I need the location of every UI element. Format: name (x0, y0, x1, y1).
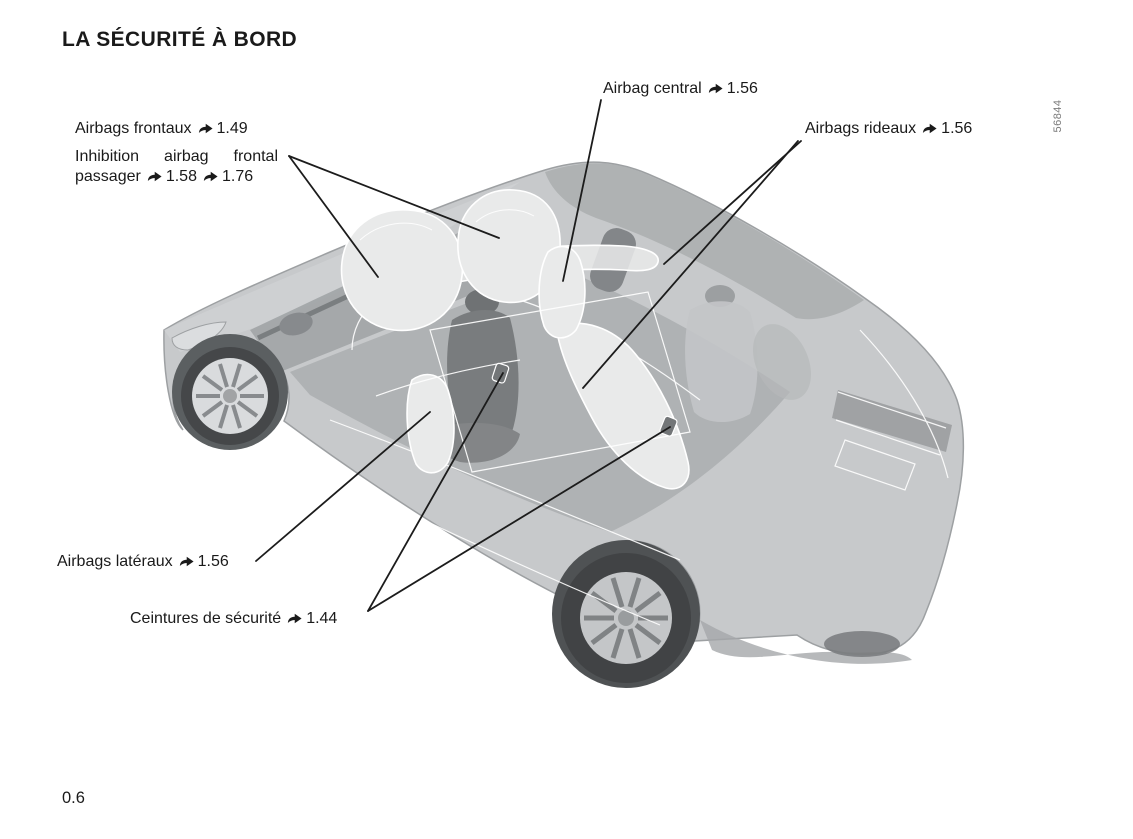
page-title: LA SÉCURITÉ À BORD (62, 28, 298, 51)
callout-airbags-lateraux: Airbags latéraux 1.56 (57, 552, 229, 572)
callout-ref: 1.76 (221, 167, 254, 185)
leader-airbag-central (562, 99, 602, 282)
callout-label: Airbag central (603, 80, 702, 97)
callout-ref: 1.49 (216, 120, 248, 137)
callout-ceintures-de-securite: Ceintures de sécurité 1.44 (130, 609, 337, 629)
leader-lines (255, 99, 802, 612)
callout-airbags-frontaux: Airbags frontaux 1.49 (75, 119, 248, 139)
callout-airbags-rideaux: Airbags rideaux 1.56 (805, 119, 972, 139)
right-curtain-airbag-shape (555, 322, 690, 490)
leader-frontaux-passenger (288, 155, 500, 239)
callout-label: Airbags latéraux (57, 553, 173, 570)
side-airbag-shape (406, 373, 455, 474)
leader-lateraux (255, 411, 431, 562)
page-number: 0.6 (62, 789, 85, 807)
cross-reference-arrow-icon (147, 171, 162, 181)
cross-reference-arrow-icon (179, 556, 194, 567)
callout-ref: 1.44 (306, 610, 338, 627)
cross-reference-arrow-icon (198, 123, 213, 134)
leader-rideaux-right (582, 140, 799, 389)
leader-frontaux-driver (288, 155, 379, 278)
leader-ceinture-front (367, 372, 504, 612)
callout-label: Airbags rideaux (805, 120, 917, 137)
cross-reference-arrow-icon (923, 123, 937, 134)
driver-frontal-airbag-shape (340, 209, 464, 332)
leader-ceinture-rear (367, 426, 671, 612)
airbag-shapes (340, 189, 690, 490)
callout-label: Airbags frontaux (75, 120, 192, 137)
cross-reference-arrow-icon (288, 613, 302, 624)
side-mirror-shape (279, 312, 313, 336)
cross-reference-arrow-icon (708, 83, 723, 94)
callout-airbag-central: Airbag central 1.56 (603, 79, 758, 99)
callout-ref: 1.58 (165, 167, 197, 185)
rear-wheel (561, 553, 691, 683)
central-airbag-shape (538, 245, 586, 339)
callout-ref: 1.56 (941, 120, 973, 137)
callout-ref: 1.56 (726, 80, 758, 97)
callout-label: Inhibition airbag frontal passager (75, 148, 278, 185)
illustration-id: 56844 (1052, 99, 1064, 133)
callout-label: Ceintures de sécurité (130, 610, 282, 627)
cross-reference-arrow-icon (203, 171, 218, 181)
leader-rideaux-left (663, 140, 802, 265)
callout-ref: 1.56 (197, 553, 229, 570)
front-wheel (181, 347, 279, 445)
